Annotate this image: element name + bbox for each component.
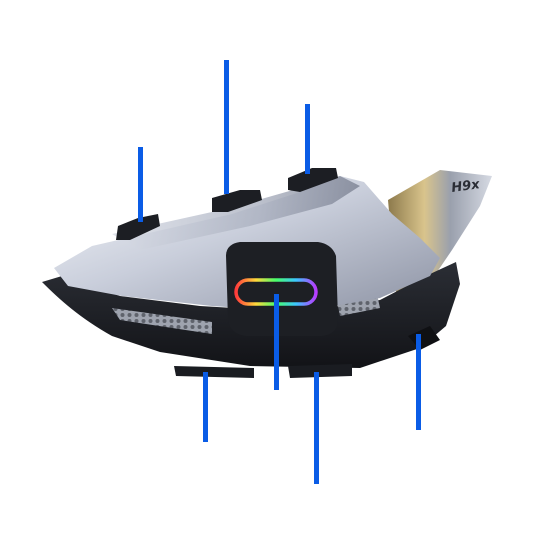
callout-line-bottom-left (203, 372, 208, 442)
bottom-button-left (174, 366, 254, 378)
callout-line-bottom-right (314, 372, 319, 484)
top-button-center (212, 190, 262, 212)
brand-logo: H9x (450, 177, 481, 196)
top-button-left (116, 214, 160, 240)
callout-line-right-top (305, 104, 310, 174)
speaker-mesh (112, 308, 212, 334)
callout-line-side-port (416, 334, 421, 430)
shell-top-face (112, 176, 360, 250)
top-button-right (288, 168, 338, 192)
callout-line-center-top (224, 60, 229, 194)
main-button-housing (226, 242, 338, 336)
bottom-button-right (288, 364, 352, 378)
callout-line-left-top (138, 147, 143, 222)
callout-line-main-button (274, 294, 279, 390)
